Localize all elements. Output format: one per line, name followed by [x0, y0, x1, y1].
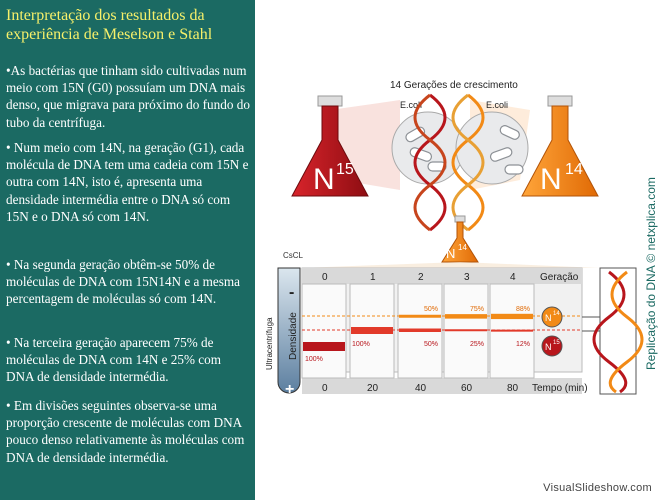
- generation-1: 1: [370, 272, 376, 283]
- figure-panel: 14 Gerações de crescimento N 15 N 14 E.c…: [255, 0, 660, 500]
- band-hybrid-4: [491, 329, 533, 332]
- text-panel: Interpretação dos resultados da experiên…: [0, 0, 255, 500]
- flask-small-sup: 14: [458, 243, 467, 252]
- flask-n14: N 14: [521, 95, 599, 197]
- flask-n14-label: N: [540, 163, 562, 196]
- flask-small-label: N: [446, 246, 455, 261]
- dna-legend-box: [599, 267, 637, 395]
- time-3: 60: [461, 383, 473, 394]
- flask-n14-sup: 14: [565, 161, 583, 178]
- hybrid-pct-2: 50%: [424, 341, 438, 348]
- time-1: 20: [367, 383, 379, 394]
- slide-title: Interpretação dos resultados da experiên…: [6, 7, 213, 43]
- small-flask-beam: [300, 262, 600, 268]
- generation-3: 3: [464, 272, 470, 283]
- generation-2: 2: [418, 272, 424, 283]
- geracao-label: Geração: [540, 272, 579, 283]
- bullet-2: • Num meio com 14N, na geração (G1), cad…: [6, 140, 249, 224]
- bullet-5: • Em divisões seguintes observa-se uma p…: [6, 398, 245, 465]
- density-plus: +: [285, 381, 294, 398]
- cscl-label: CsCL: [283, 251, 304, 260]
- band-heavy-0: [303, 342, 345, 351]
- dna-helix-right: [592, 270, 644, 394]
- dna-helix-center: [413, 93, 485, 232]
- heavy-pct-0: 100%: [305, 356, 323, 363]
- density-minus: -: [289, 284, 294, 301]
- bullet-4: • Na terceira geração aparecem 75% de mo…: [6, 335, 221, 385]
- band-hybrid-3: [445, 329, 487, 332]
- centrifuge-tube: CsCL - + Densidade Ultracentrífuga: [265, 251, 304, 398]
- time-0: 0: [322, 383, 328, 394]
- bullet-1: •As bactérias que tinham sido cultivadas…: [6, 63, 250, 130]
- hybrid-pct-3: 25%: [470, 341, 484, 348]
- light-pct-4: 88%: [516, 306, 530, 313]
- bullet-3: • Na segunda geração obtêm-se 50% de mol…: [6, 257, 241, 307]
- densidade-label: Densidade: [288, 312, 299, 360]
- light-pct-2: 50%: [424, 306, 438, 313]
- ultracentrifuga-label: Ultracentrífuga: [265, 317, 274, 370]
- legend-n15-badge: [541, 335, 563, 357]
- ecoli-cells: [405, 125, 524, 175]
- time-4: 80: [507, 383, 519, 394]
- ecoli-right-label: E.coli: [486, 100, 508, 110]
- light-pct-3: 75%: [470, 306, 484, 313]
- time-2: 40: [415, 383, 427, 394]
- gradient-column-0: [301, 283, 347, 379]
- hybrid-pct-1: 100%: [352, 341, 370, 348]
- growth-title: 14 Gerações de crescimento: [390, 80, 518, 91]
- time-row: [302, 378, 582, 394]
- legend-n15-sup: 15: [553, 340, 560, 346]
- flask-n15-sup: 15: [336, 161, 354, 178]
- generation-row: [302, 268, 582, 284]
- generation-0: 0: [322, 272, 328, 283]
- hybrid-pct-4: 12%: [516, 341, 530, 348]
- tempo-label: Tempo (min): [532, 383, 588, 394]
- gradient-columns: 0 0 100% 1 20 100% 2 40 50% 50% 3 60 75% 25% 4 80 88% 12%: [301, 272, 582, 394]
- flask-n15-label: N: [313, 163, 335, 196]
- band-light-3: [445, 314, 487, 319]
- credit-text: Replicação do DNA © netxplica.com: [644, 177, 658, 370]
- flask-n15: N 15: [291, 95, 369, 197]
- legend-n14-sup: 14: [553, 311, 560, 317]
- ecoli-left-label: E.coli: [400, 100, 422, 110]
- flask-small-n14: N 14: [441, 215, 479, 263]
- meselson-stahl-diagram: 14 Gerações de crescimento N 15 N 14 E.c…: [265, 80, 658, 398]
- footer-watermark: VisualSlideshow.com: [543, 482, 652, 494]
- legend-n15-label: N: [545, 342, 552, 352]
- legend-n14-label: N: [545, 313, 552, 323]
- generation-4: 4: [510, 272, 516, 283]
- legend-n14-badge: [541, 306, 563, 328]
